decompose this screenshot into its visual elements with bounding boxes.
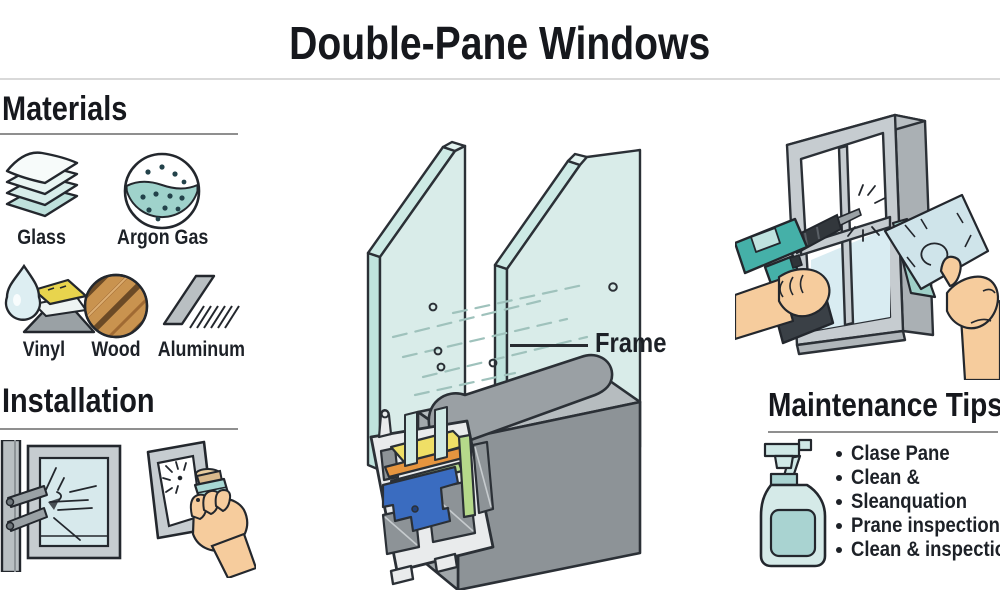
argon-gas-icon	[123, 152, 201, 230]
bullet-dot-icon	[836, 475, 842, 481]
vinyl-icon	[4, 264, 96, 334]
maintenance-tips-list: Clase Pane Clean & Sleanquation Prane in…	[836, 442, 1000, 562]
maintenance-tip-item: Clean &	[836, 466, 1000, 490]
aluminum-bar-icon	[162, 274, 240, 329]
maintenance-tip-item: Clean & inspection	[836, 538, 1000, 562]
page-title: Double-Pane Windows	[289, 17, 711, 69]
maintenance-heading: Maintenance Tips	[768, 386, 1000, 423]
frame-label: Frame	[595, 327, 667, 358]
maintenance-tip-item: Clase Pane	[836, 442, 1000, 466]
maintenance-tip-item: Sleanquation	[836, 490, 1000, 514]
glass-panes-icon	[5, 151, 79, 218]
maintenance-underline	[768, 431, 998, 433]
materials-underline	[0, 133, 238, 135]
page-title-wrap: Double-Pane Windows	[0, 16, 1000, 70]
materials-heading: Materials	[2, 90, 128, 128]
frame-leader-line	[510, 344, 588, 347]
bullet-dot-icon	[836, 451, 842, 457]
spray-bottle-icon	[759, 438, 827, 568]
material-label-vinyl: Vinyl	[22, 338, 66, 361]
installation-underline	[0, 428, 238, 430]
material-label-wood: Wood	[91, 338, 141, 361]
maintenance-tip-item: Prane inspection	[836, 514, 1000, 538]
bullet-dot-icon	[836, 547, 842, 553]
window-install-hinges-illustration	[0, 440, 122, 572]
wood-grain-icon	[83, 273, 149, 339]
material-label-glass: Glass	[17, 226, 67, 249]
material-label-argon-gas: Argon Gas	[117, 226, 209, 249]
bullet-dot-icon	[836, 499, 842, 505]
caulk-spray-corner-illustration	[146, 440, 256, 578]
bullet-dot-icon	[836, 523, 842, 529]
installation-heading: Installation	[2, 382, 155, 420]
double-pane-cross-section-illustration	[366, 140, 642, 590]
title-divider	[0, 78, 1000, 80]
material-label-aluminum: Aluminum	[157, 338, 245, 361]
drill-and-clean-window-illustration	[735, 113, 1000, 380]
